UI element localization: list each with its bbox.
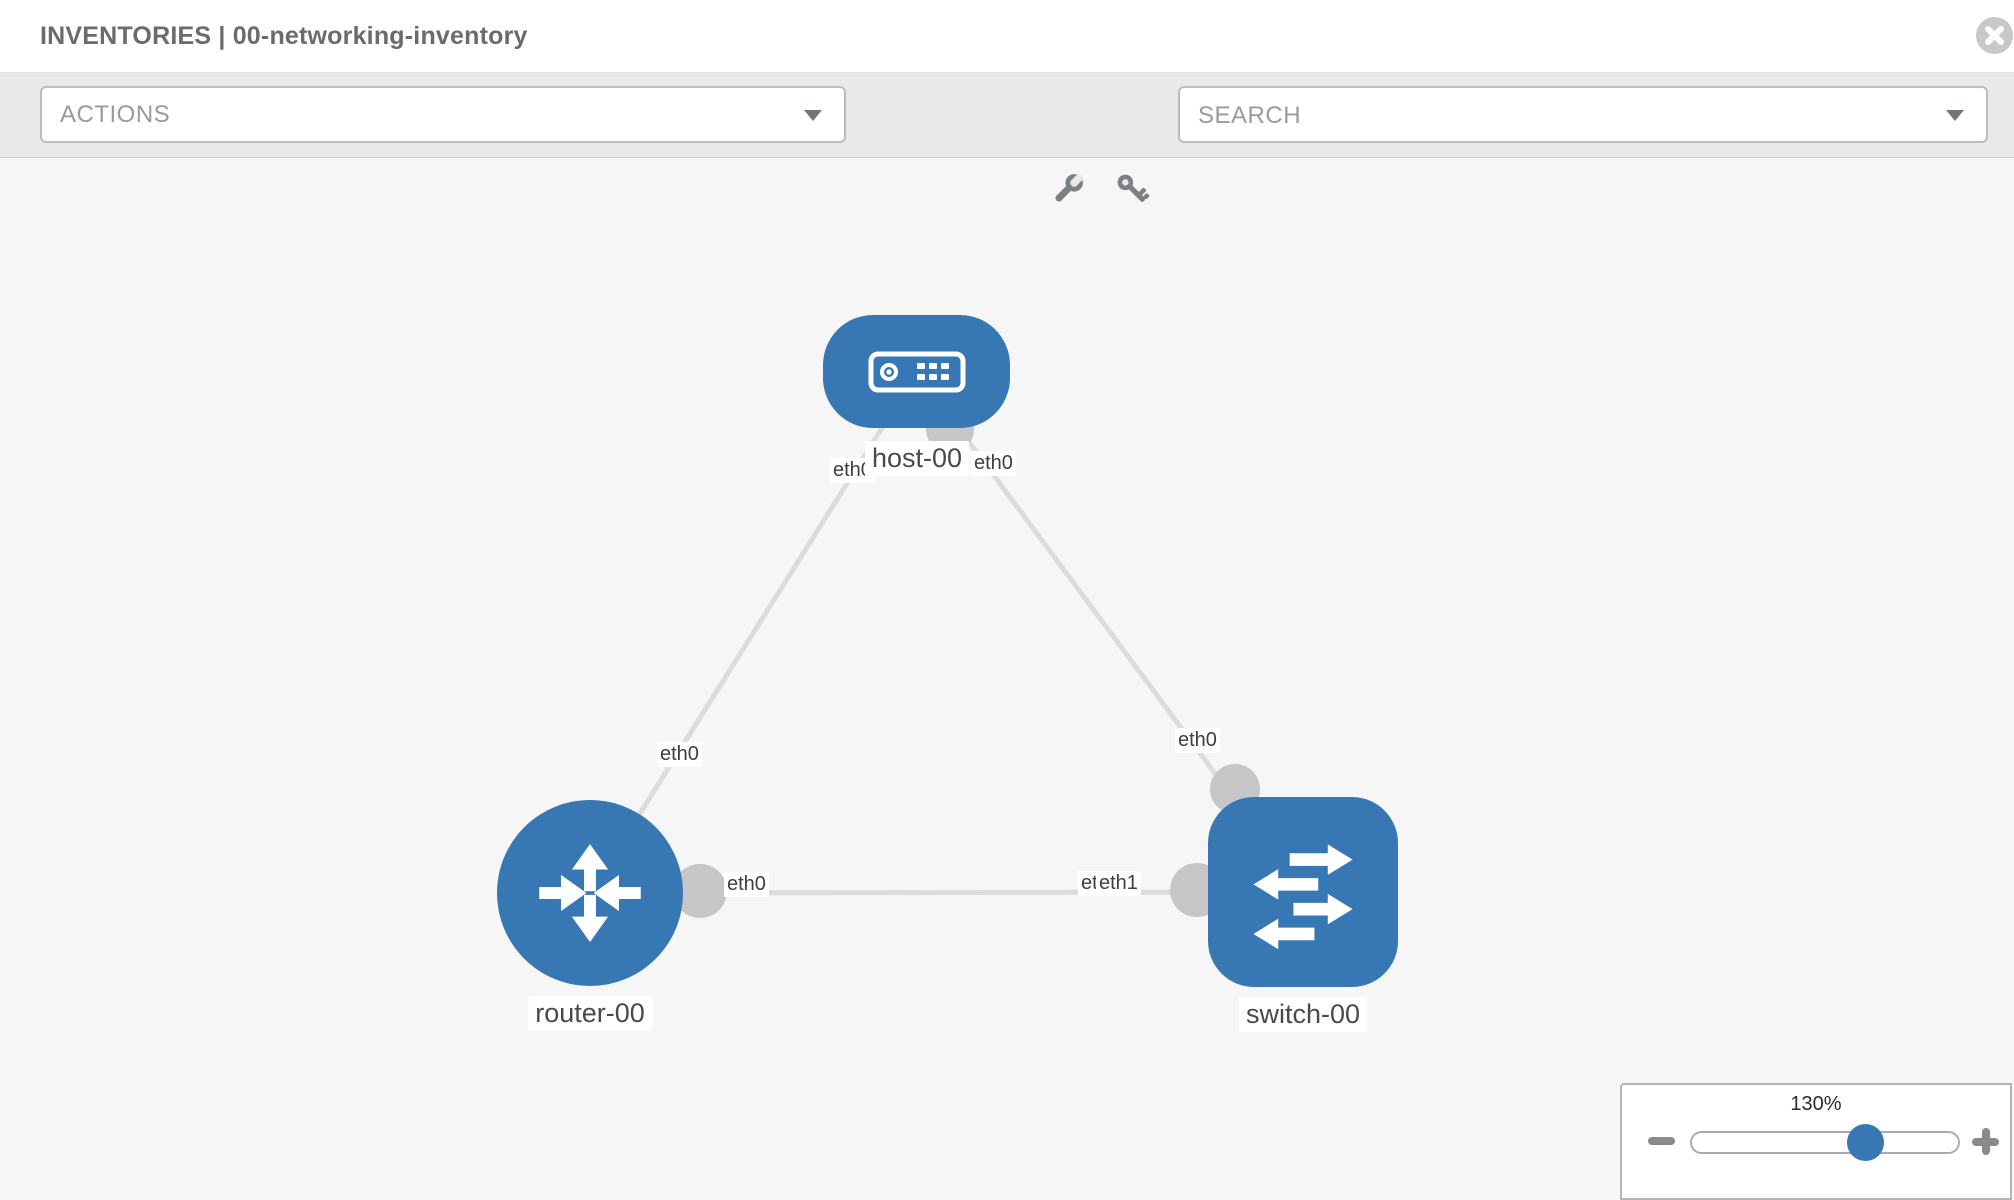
key-icon — [1117, 174, 1150, 202]
iface-label-host-switch: eth0 — [1175, 728, 1220, 753]
zoom-slider-track[interactable] — [1690, 1131, 1960, 1154]
interface-dot-router-eth0[interactable] — [673, 864, 727, 918]
zoom-out-button[interactable] — [1648, 1137, 1675, 1145]
node-switch-00[interactable] — [1208, 797, 1398, 987]
actions-dropdown[interactable]: ACTIONS — [40, 86, 846, 143]
close-icon — [1985, 26, 2004, 45]
iface-label-host-right: eth0 — [971, 451, 1016, 476]
page-title: INVENTORIES | 00-networking-inventory — [40, 22, 528, 50]
router-icon — [539, 844, 641, 942]
node-label-switch: switch-00 — [1238, 997, 1368, 1032]
search-chevron-down-icon[interactable] — [1946, 110, 1964, 121]
credentials-button[interactable] — [1112, 169, 1152, 209]
iface-label-switch-eth1: eth1 — [1096, 871, 1141, 896]
node-host-00[interactable] — [823, 315, 1010, 428]
node-label-host: host-00 — [864, 441, 970, 476]
zoom-control-panel: 130% — [1620, 1083, 2012, 1200]
iface-label-router-eth0: eth0 — [724, 872, 769, 897]
configure-button[interactable] — [1048, 169, 1088, 209]
topology-toolbar: ACTIONS — [0, 73, 2014, 202]
topology-canvas[interactable] — [0, 158, 2014, 1200]
actions-dropdown-label: ACTIONS — [60, 101, 171, 128]
host-icon — [868, 351, 966, 393]
chevron-down-icon — [804, 110, 822, 121]
search-box — [1178, 86, 1988, 143]
node-label-router: router-00 — [528, 996, 652, 1031]
iface-label-router-host: eth0 — [657, 742, 702, 767]
window-header: INVENTORIES | 00-networking-inventory — [0, 0, 2014, 73]
plus-icon — [1982, 1128, 1990, 1155]
close-button[interactable] — [1976, 17, 2013, 54]
search-input[interactable] — [1196, 90, 1920, 141]
wrench-icon — [1055, 173, 1084, 202]
zoom-in-button[interactable] — [1972, 1128, 1999, 1155]
zoom-level-value: 130% — [1790, 1093, 1842, 1115]
node-router-00[interactable] — [497, 800, 683, 986]
switch-icon — [1253, 844, 1353, 950]
zoom-slider-thumb[interactable] — [1847, 1124, 1884, 1161]
